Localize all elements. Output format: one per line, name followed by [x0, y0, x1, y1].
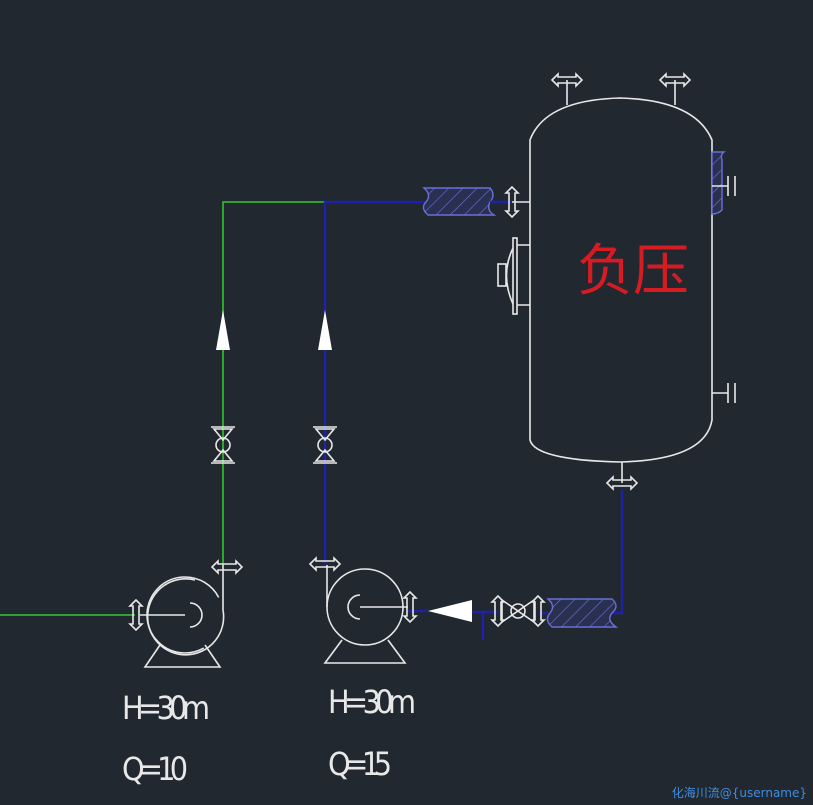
- suction-flow-arrow-icon: [428, 600, 472, 622]
- pump1[interactable]: [129, 560, 243, 668]
- pump2-line: [318, 200, 425, 565]
- insulated-pipe-section: [422, 187, 497, 216]
- pump1-line: [0, 201, 325, 616]
- pump2[interactable]: [309, 557, 417, 664]
- suction-valve-icon[interactable]: [491, 595, 545, 627]
- vacuum-tank: 负压: [497, 73, 736, 490]
- pump1-flow: Q=10: [122, 750, 188, 788]
- pump2-head: H=30m: [328, 683, 416, 721]
- manhole-icon: [497, 237, 530, 315]
- pump1-head: H=30m: [122, 689, 210, 727]
- flow-arrow-icon: [318, 310, 332, 350]
- pump2-flow: Q=15: [328, 745, 392, 783]
- watermark: 化海川流@{username}: [671, 786, 807, 800]
- tank-label: 负压: [577, 239, 689, 304]
- flow-arrow-icon: [216, 310, 230, 350]
- heater-section: [711, 151, 727, 215]
- insulated-pipe-section: [546, 598, 619, 628]
